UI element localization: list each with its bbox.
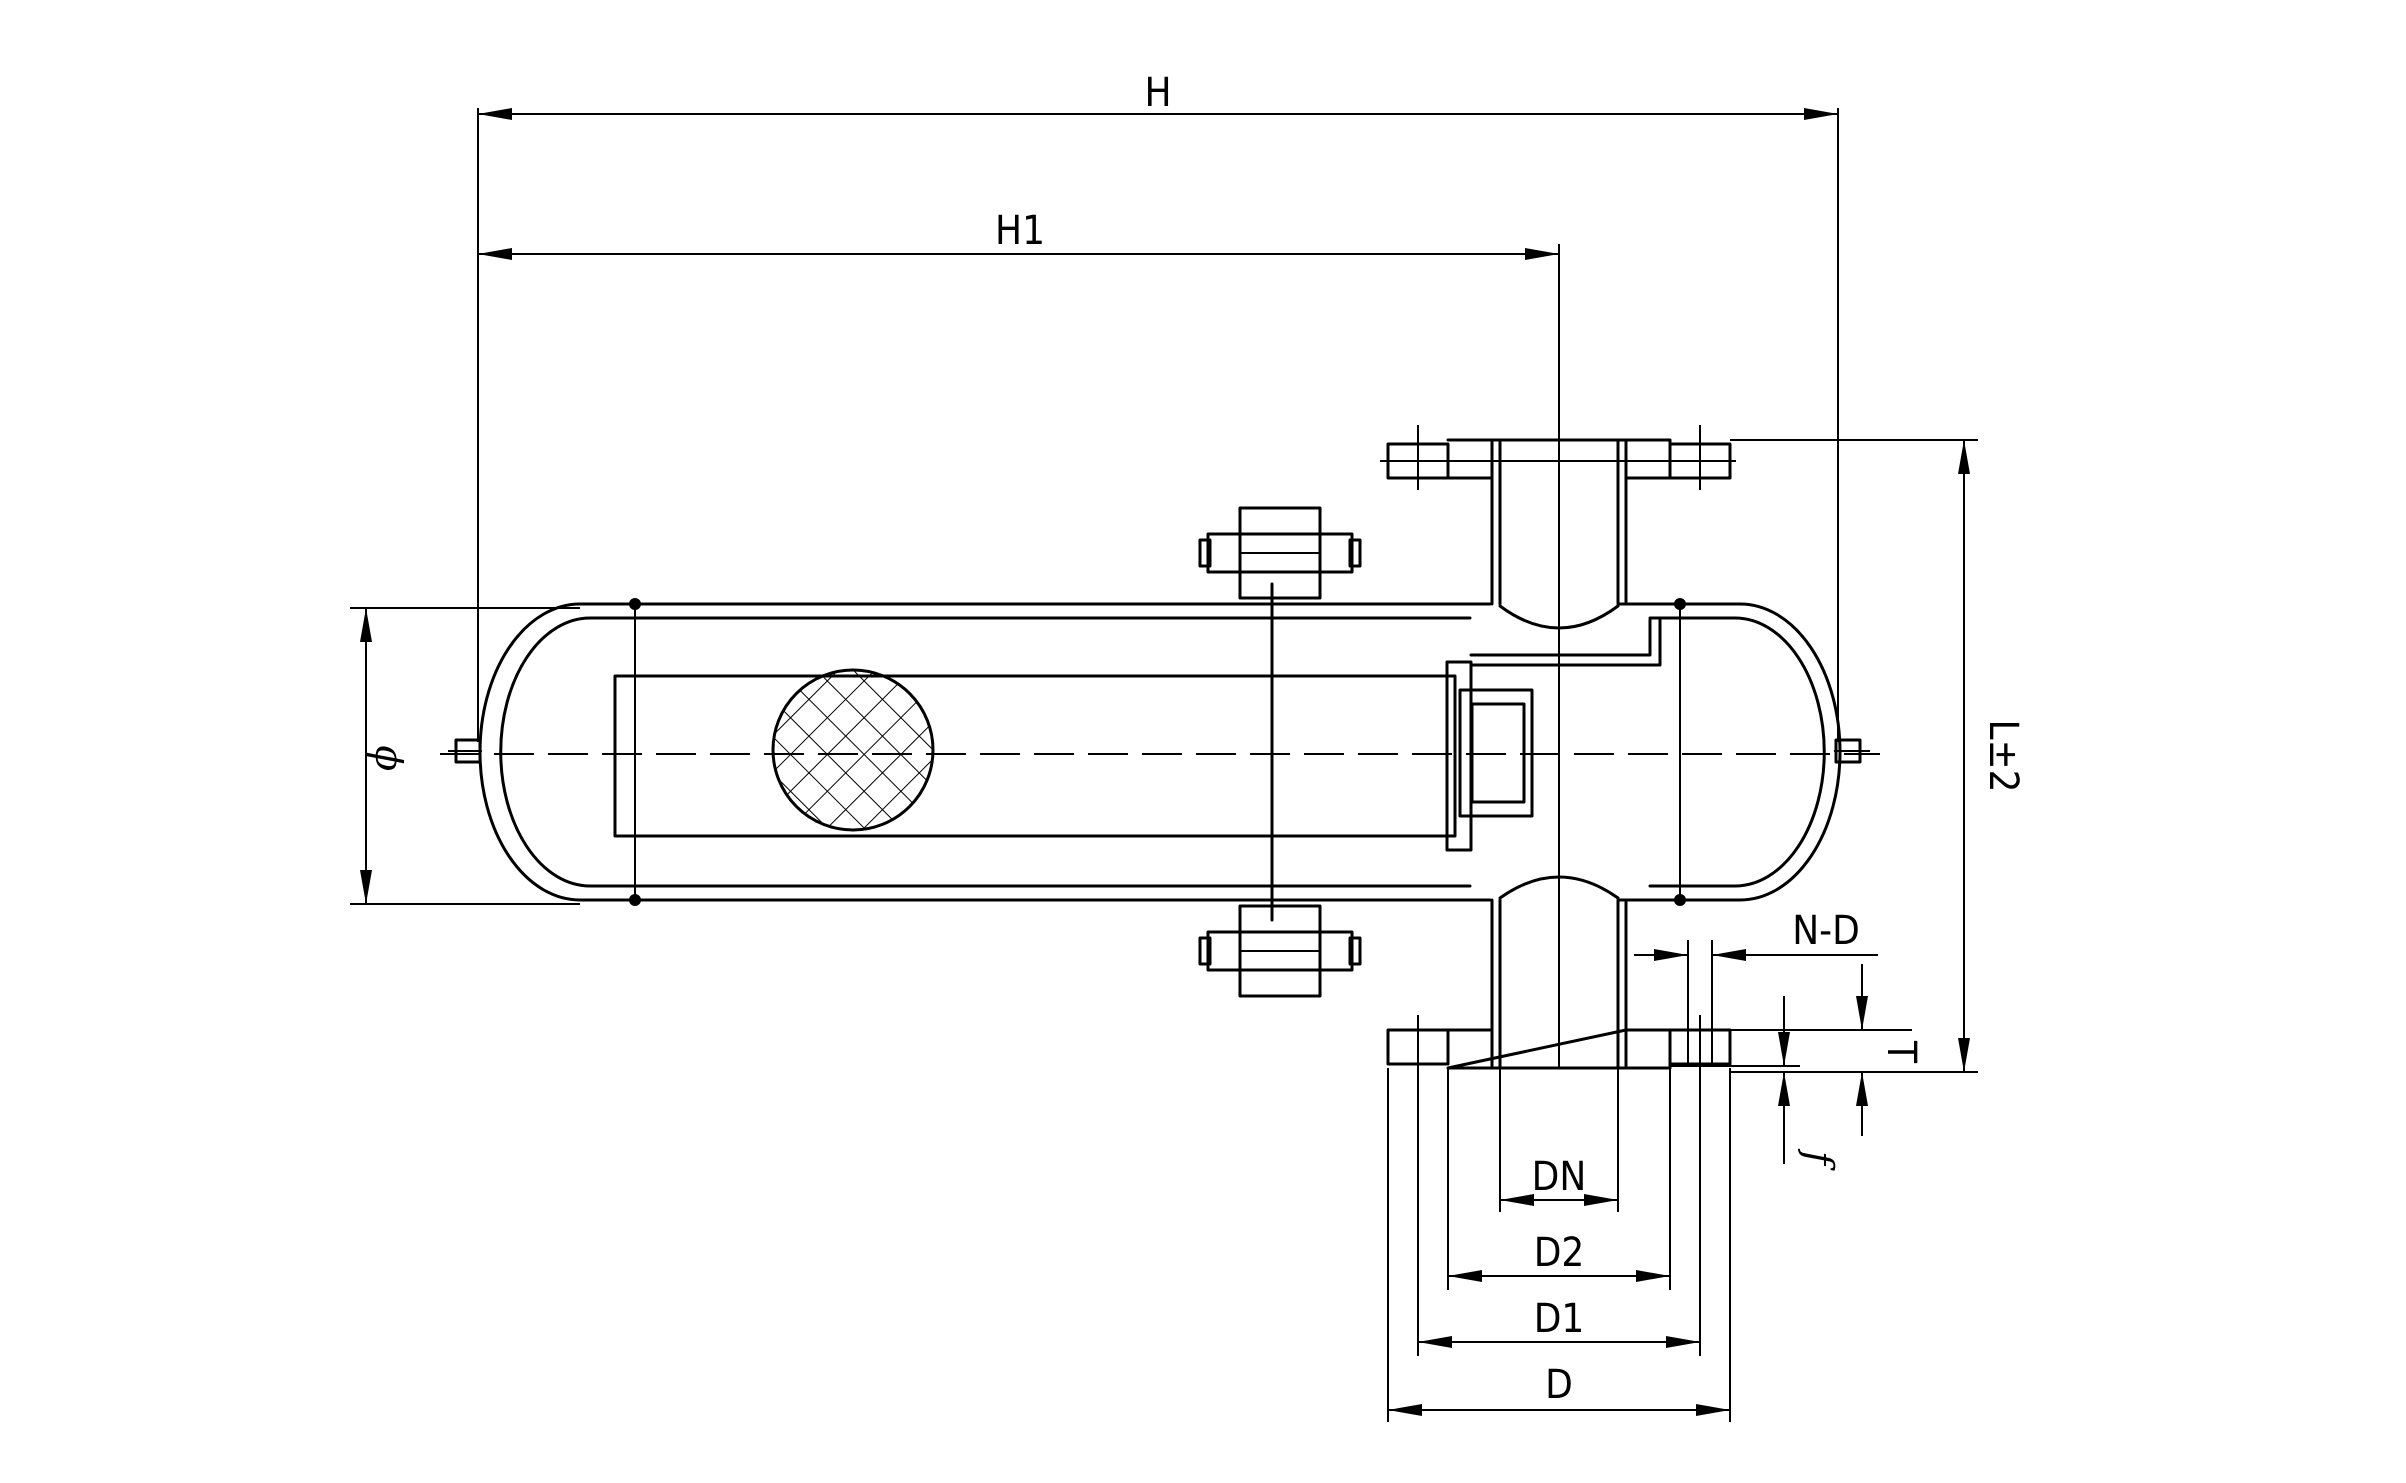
- label-diameter: ϕ: [361, 745, 405, 771]
- label-h1: H1: [995, 208, 1045, 254]
- label-dn: DN: [1532, 1154, 1587, 1200]
- label-h: H: [1144, 70, 1171, 116]
- cover-bolts: [1198, 506, 1362, 998]
- dimension-t: T: [1670, 964, 1924, 1136]
- dimension-d1: D1: [1417, 1068, 1701, 1356]
- top-nozzle-flange: [1380, 425, 1736, 630]
- label-d1: D1: [1534, 1296, 1585, 1342]
- dimension-diameter: ϕ: [350, 607, 580, 905]
- label-d2: D2: [1534, 1230, 1585, 1276]
- vessel-body: [448, 598, 1870, 906]
- dimension-f: f: [1670, 996, 1841, 1171]
- filter-element: [613, 618, 1662, 852]
- dimension-l: L±2: [1730, 439, 2026, 1073]
- dimension-d2: D2: [1447, 1068, 1671, 1290]
- dimension-d: D: [1387, 1068, 1731, 1422]
- dimension-dn: DN: [1499, 1068, 1619, 1212]
- dimension-n-d: N-D: [1634, 908, 1878, 1064]
- label-t: T: [1878, 1040, 1924, 1064]
- label-n-d: N-D: [1792, 908, 1860, 954]
- label-l: L±2: [1980, 719, 2026, 792]
- label-f: f: [1797, 1148, 1841, 1171]
- label-d: D: [1545, 1362, 1573, 1408]
- dimension-h1: H1: [478, 208, 1560, 1068]
- dimension-h: H: [477, 70, 1839, 742]
